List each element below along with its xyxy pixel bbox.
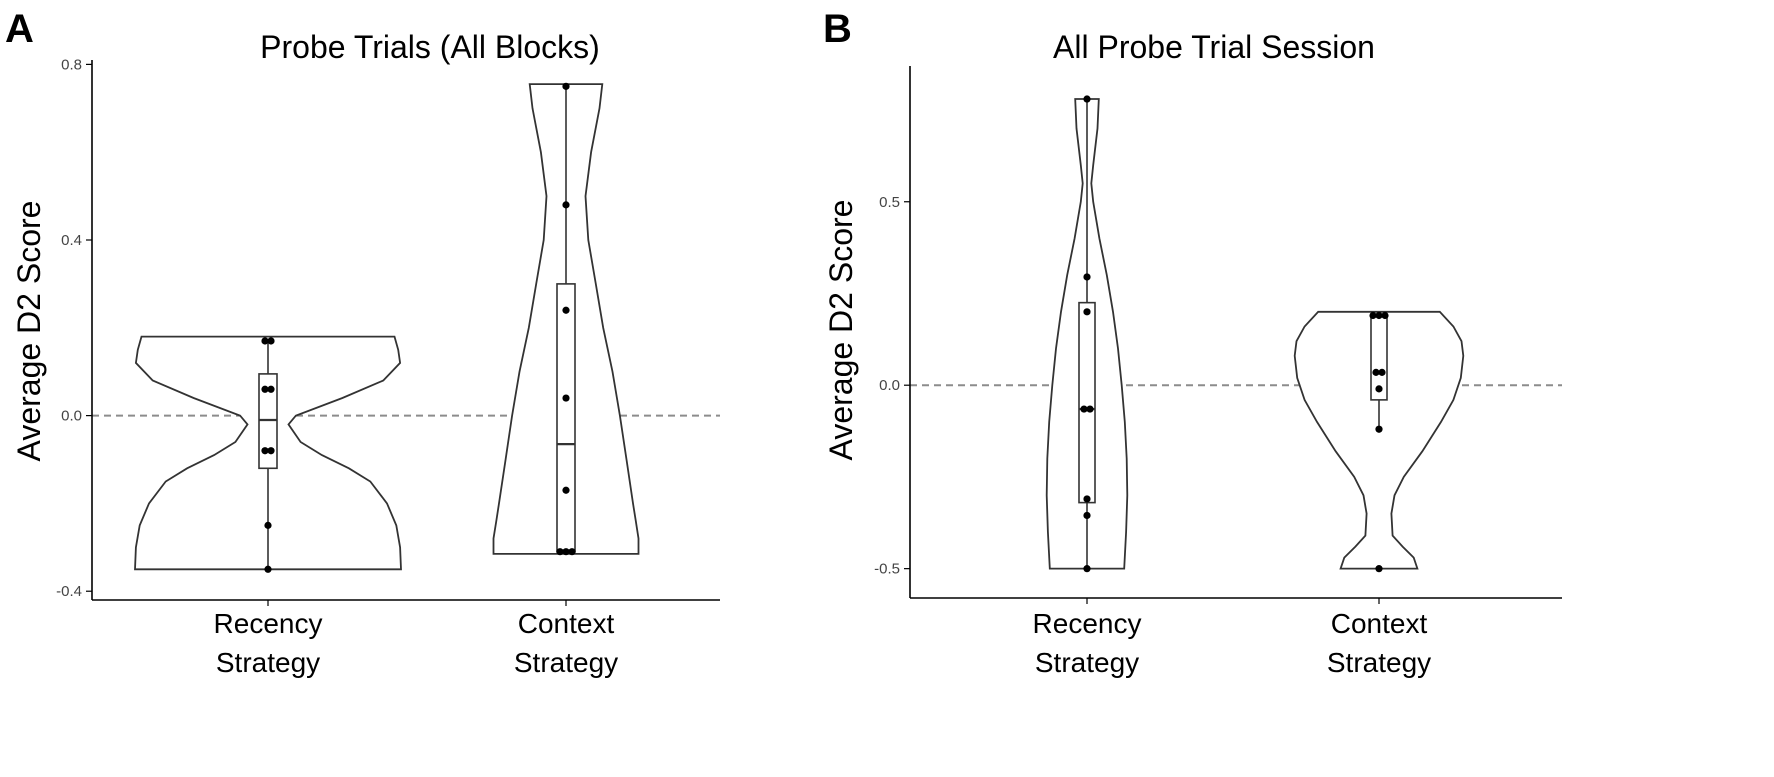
points	[1080, 95, 1389, 573]
medians	[259, 418, 575, 446]
y-tick-label: 0.0	[879, 377, 900, 394]
x-category-label-line1: Recency	[1033, 608, 1142, 639]
data-point	[267, 337, 275, 345]
data-point	[562, 306, 570, 314]
data-point	[1083, 273, 1091, 281]
data-point	[1372, 368, 1380, 376]
data-point	[1375, 425, 1383, 433]
data-point	[1083, 495, 1091, 503]
y-tick-label: -0.4	[56, 583, 82, 600]
boxes	[1078, 301, 1388, 504]
data-point	[1080, 405, 1088, 413]
box	[556, 283, 576, 553]
x-category-label-line1: Context	[518, 608, 615, 639]
data-point	[1369, 311, 1377, 320]
box	[1078, 301, 1096, 504]
data-point	[264, 565, 272, 573]
y-axis-label: Average D2 Score	[823, 200, 859, 461]
panel-letter: B	[823, 7, 852, 51]
data-point	[261, 385, 269, 393]
violin-shape	[1293, 310, 1465, 570]
y-axis-label: Average D2 Score	[11, 201, 47, 462]
data-point	[1083, 511, 1091, 520]
data-point	[562, 82, 570, 90]
data-point	[1378, 368, 1386, 376]
y-tick-label: 0.8	[61, 56, 82, 73]
y-tick-label: 0.0	[61, 408, 82, 425]
panel-b: B All Probe Trial Session Average D2 Sco…	[823, 7, 1562, 678]
x-category-label-line2: Strategy	[514, 647, 618, 678]
data-point	[264, 521, 272, 529]
chart-title: All Probe Trial Session	[1053, 29, 1375, 65]
data-point	[1083, 308, 1091, 316]
data-point	[1375, 385, 1383, 393]
data-point	[1375, 565, 1383, 573]
x-category-label-line2: Strategy	[1327, 647, 1431, 678]
data-point	[261, 337, 269, 345]
data-point	[267, 447, 275, 455]
y-tick-label: 0.5	[879, 194, 900, 211]
data-point	[562, 486, 570, 494]
data-point	[568, 548, 576, 556]
panel-letter: A	[5, 7, 34, 51]
data-point	[1083, 95, 1091, 103]
x-category-label-line2: Strategy	[216, 647, 320, 678]
axes	[909, 66, 1562, 599]
panel-a: A Probe Trials (All Blocks) Average D2 S…	[5, 7, 720, 678]
data-point	[562, 201, 570, 209]
x-category-label-line1: Recency	[214, 608, 323, 639]
data-point	[1086, 405, 1094, 413]
violins	[1045, 98, 1465, 570]
data-point	[562, 548, 570, 556]
chart-title: Probe Trials (All Blocks)	[260, 29, 600, 65]
data-point	[267, 385, 275, 393]
data-point	[562, 394, 570, 402]
x-category-label-line2: Strategy	[1035, 647, 1139, 678]
y-tick-label: -0.5	[874, 561, 900, 578]
x-category-label-line1: Context	[1331, 608, 1428, 639]
points	[261, 82, 576, 573]
data-point	[1375, 311, 1383, 320]
y-tick-label: 0.4	[61, 232, 82, 249]
y-ticks: -0.4 0.0 0.4 0.8	[56, 56, 92, 600]
axes	[91, 60, 720, 601]
data-point	[1381, 311, 1389, 320]
y-ticks: -0.5 0.0 0.5	[874, 194, 910, 578]
data-point	[261, 447, 269, 455]
data-point	[556, 548, 564, 556]
data-point	[1083, 565, 1091, 573]
